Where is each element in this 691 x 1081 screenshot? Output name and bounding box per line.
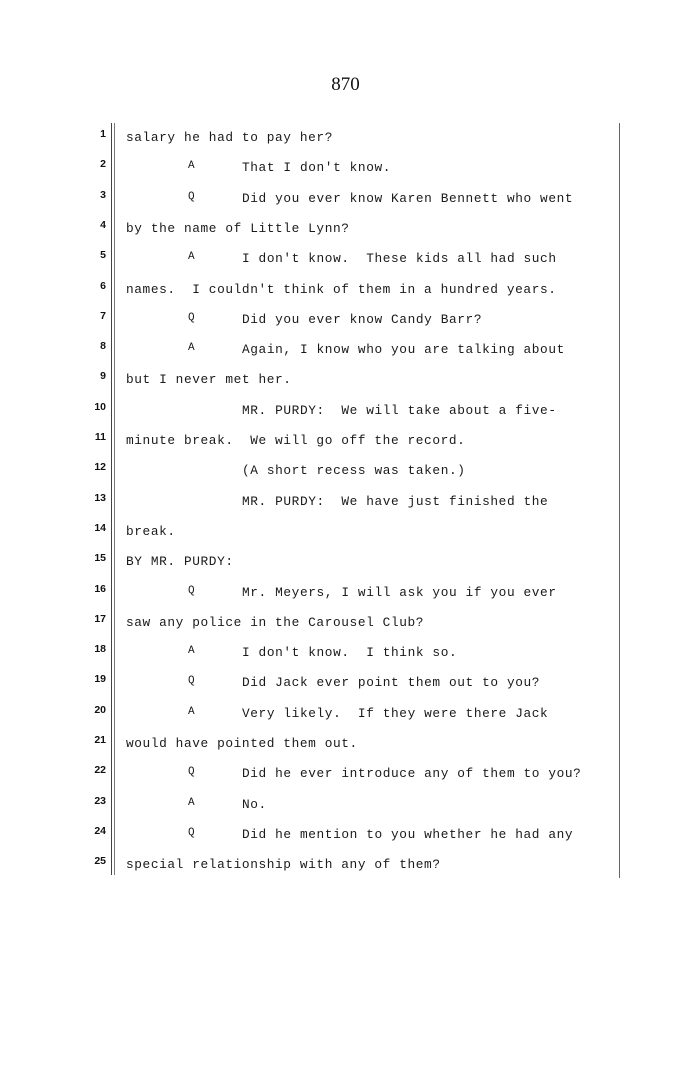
line-number: 19 [94,673,106,686]
line-text: Again, I know who you are talking about [242,342,565,358]
line-number: 2 [100,158,106,171]
line-text: MR. PURDY: We will take about a five- [242,402,557,418]
line-text: I don't know. I think so. [242,645,458,661]
answer-marker: A [188,342,196,355]
transcript-line: 14 break. [0,522,691,544]
transcript-line: 25 special relationship with any of them? [0,855,691,877]
line-number: 17 [94,612,106,625]
transcript-line: 12 (A short recess was taken.) [0,461,691,483]
transcript-line: 7 Q Did you ever know Candy Barr? [0,310,691,332]
line-text: special relationship with any of them? [126,857,441,873]
left-margin-rule-inner [114,123,115,875]
transcript-line: 17 saw any police in the Carousel Club? [0,613,691,635]
line-number: 15 [94,552,106,565]
line-text: Did Jack ever point them out to you? [242,675,541,691]
line-number: 18 [94,643,106,656]
transcript-line: 16 Q Mr. Meyers, I will ask you if you eve… [0,583,691,605]
transcript-line: 23 A No. [0,795,691,817]
line-number: 12 [94,461,106,474]
line-text: Did you ever know Candy Barr? [242,311,483,327]
answer-marker: A [188,160,196,173]
transcript-line: 10 MR. PURDY: We will take about a five- [0,401,691,423]
line-number: 22 [94,764,106,777]
line-text: by the name of Little Lynn? [126,220,350,236]
transcript-line: 22 Q Did he ever introduce any of them to … [0,764,691,786]
transcript-line: 21 would have pointed them out. [0,734,691,756]
line-number: 6 [100,279,106,292]
line-text: names. I couldn't think of them in a hun… [126,281,557,297]
page-number: 870 [331,74,360,95]
line-number: 1 [100,128,106,140]
line-number: 3 [100,188,106,201]
line-number: 13 [94,491,106,504]
line-number: 24 [94,824,106,837]
line-text: MR. PURDY: We have just finished the [242,493,549,509]
answer-marker: A [188,796,196,809]
line-number: 11 [94,431,106,443]
line-text: Did he mention to you whether he had any [242,826,574,842]
transcript-line: 18 A I don't know. I think so. [0,643,691,665]
line-number: 23 [94,794,106,807]
line-number: 4 [100,218,106,231]
line-text: (A short recess was taken.) [242,463,466,479]
line-text: break. [126,523,176,539]
line-text: Did you ever know Karen Bennett who went [242,190,574,206]
line-text: minute break. We will go off the record. [126,433,466,448]
line-number: 25 [94,855,106,868]
left-margin-rule [111,123,112,875]
transcript-line: 8 A Again, I know who you are talking abou… [0,340,691,362]
line-text: Very likely. If they were there Jack [242,705,549,721]
line-text: Did he ever introduce any of them to you… [242,766,582,782]
answer-marker: A [188,645,196,658]
transcript-line: 9 but I never met her. [0,370,691,392]
line-number: 8 [100,340,106,353]
transcript-line: 6 names. I couldn't think of them in a hu… [0,280,691,302]
line-text: BY MR. PURDY: [126,554,234,570]
line-number: 7 [100,309,106,322]
line-number: 5 [100,249,106,262]
line-number: 20 [94,703,106,716]
line-number: 16 [94,582,106,595]
transcript-line: 15 BY MR. PURDY: [0,552,691,574]
line-number: 9 [100,370,106,383]
question-marker: Q [188,190,196,203]
question-marker: Q [188,675,196,688]
line-text: would have pointed them out. [126,736,358,751]
transcript-line: 1 salary he had to pay her? [0,128,691,150]
line-number: 14 [94,521,106,534]
line-text: That I don't know. [242,160,392,176]
question-marker: Q [188,584,196,597]
line-number: 21 [94,734,106,746]
transcript-line: 3 Q Did you ever know Karen Bennett who we… [0,189,691,211]
answer-marker: A [188,251,196,264]
answer-marker: A [188,705,196,718]
line-text: Mr. Meyers, I will ask you if you ever [242,584,557,600]
question-marker: Q [188,766,196,779]
transcript-line: 2 A That I don't know. [0,158,691,180]
question-marker: Q [188,826,196,839]
line-text: saw any police in the Carousel Club? [126,614,425,630]
line-number: 10 [94,400,106,413]
question-marker: Q [188,311,196,324]
line-text: but I never met her. [126,372,292,388]
transcript-line: 11 minute break. We will go off the recor… [0,431,691,453]
transcript-line: 24 Q Did he mention to you whether he had … [0,825,691,847]
line-text: salary he had to pay her? [126,130,333,145]
transcript-line: 20 A Very likely. If they were there Jack [0,704,691,726]
transcript-line: 19 Q Did Jack ever point them out to you? [0,673,691,695]
transcript-line: 13 MR. PURDY: We have just finished the [0,492,691,514]
line-text: No. [242,796,267,812]
right-margin-rule [619,123,620,878]
line-text: I don't know. These kids all had such [242,251,557,267]
transcript-line: 4 by the name of Little Lynn? [0,219,691,241]
transcript-line: 5 A I don't know. These kids all had such [0,249,691,271]
